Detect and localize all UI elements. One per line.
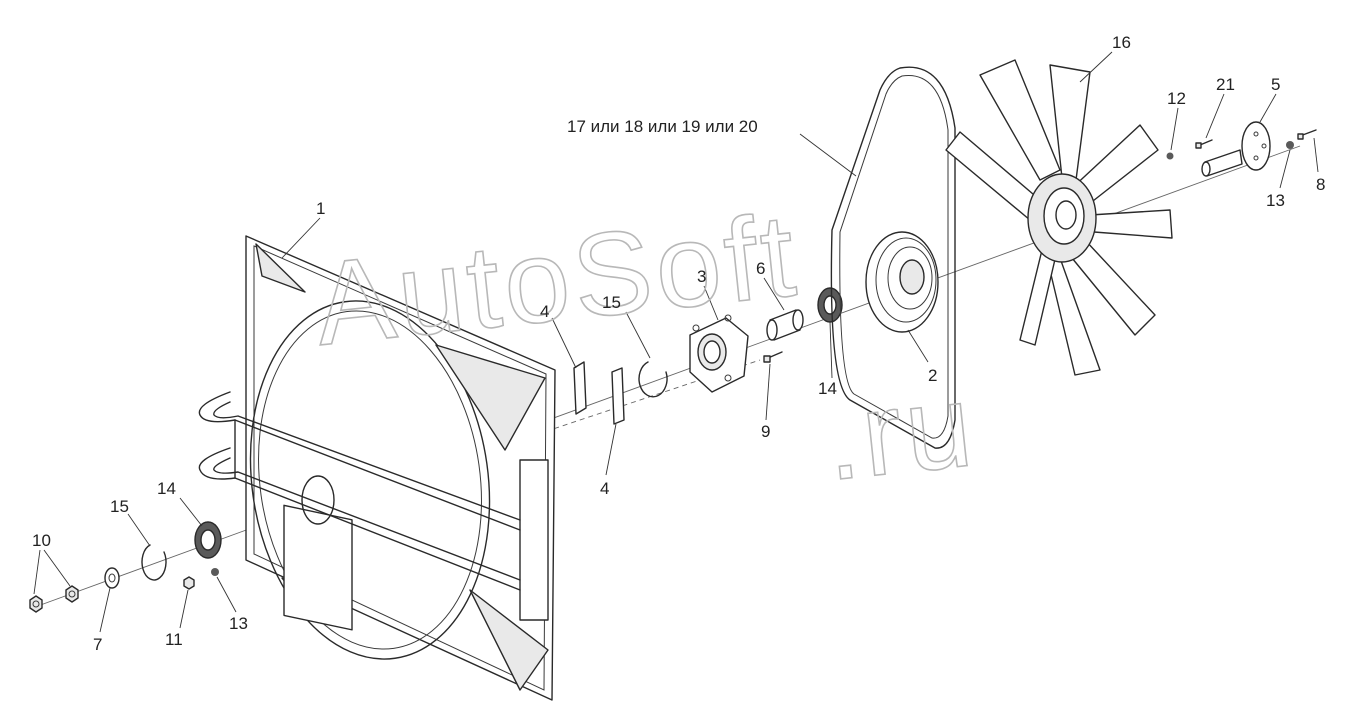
callout-leader-lines (33, 51, 1319, 633)
callout-17-or-18-or-19-or-20: 17 или 18 или 19 или 20 (567, 117, 758, 136)
part-17-20-drive-belt (830, 66, 956, 449)
part-10-nuts (29, 585, 79, 613)
callout-13-upper: 13 (1266, 191, 1285, 210)
part-4-bracket-lower (611, 367, 625, 425)
callout-10: 10 (32, 531, 51, 550)
callout-labels: 1 2 3 4 4 5 6 7 8 9 10 11 12 13 13 14 14… (32, 33, 1325, 654)
part-11-nut (183, 576, 195, 590)
callout-11: 11 (165, 630, 183, 649)
part-8-bolt (1297, 129, 1317, 140)
callout-14-upper: 14 (818, 379, 837, 398)
callout-2: 2 (928, 366, 937, 385)
callout-8: 8 (1316, 175, 1325, 194)
part-4-bracket-upper (573, 361, 587, 415)
fan-guard-bars (198, 391, 521, 591)
callout-12: 12 (1167, 89, 1186, 108)
part-15-circlip-upper (638, 361, 668, 398)
part-16-fan-impeller (945, 59, 1173, 376)
part-7-washer (104, 567, 120, 589)
callout-1: 1 (316, 199, 325, 218)
part-14-bearing-lower (194, 521, 222, 559)
callout-7: 7 (93, 635, 102, 654)
callout-16: 16 (1112, 33, 1131, 52)
callout-5: 5 (1271, 75, 1280, 94)
part-5-shaft-hub (1201, 121, 1271, 177)
part-15-circlip-lower (141, 544, 167, 581)
part-9-bolt (763, 351, 783, 363)
callout-21: 21 (1216, 75, 1235, 94)
callout-13-lower: 13 (229, 614, 248, 633)
callout-4-upper: 4 (540, 302, 549, 321)
part-12-washer (1166, 152, 1174, 160)
part-13-nut-upper (1286, 141, 1294, 149)
part-13-nut-lower (211, 568, 219, 576)
part-1-fan-shroud (245, 235, 556, 701)
callout-15-lower: 15 (110, 497, 129, 516)
part-2-pulley (865, 231, 939, 333)
callout-3: 3 (697, 267, 706, 286)
callout-9: 9 (761, 422, 770, 441)
callout-15-upper: 15 (602, 293, 621, 312)
callout-4-lower: 4 (600, 479, 609, 498)
watermark-domain: .ru (819, 359, 982, 506)
part-6-spacer-sleeve (766, 309, 804, 341)
part-3-bearing-housing (689, 314, 749, 393)
callout-6: 6 (756, 259, 765, 278)
callout-14-lower: 14 (157, 479, 176, 498)
part-21-bolt (1195, 139, 1213, 149)
part-14-bearing-upper (817, 287, 843, 323)
